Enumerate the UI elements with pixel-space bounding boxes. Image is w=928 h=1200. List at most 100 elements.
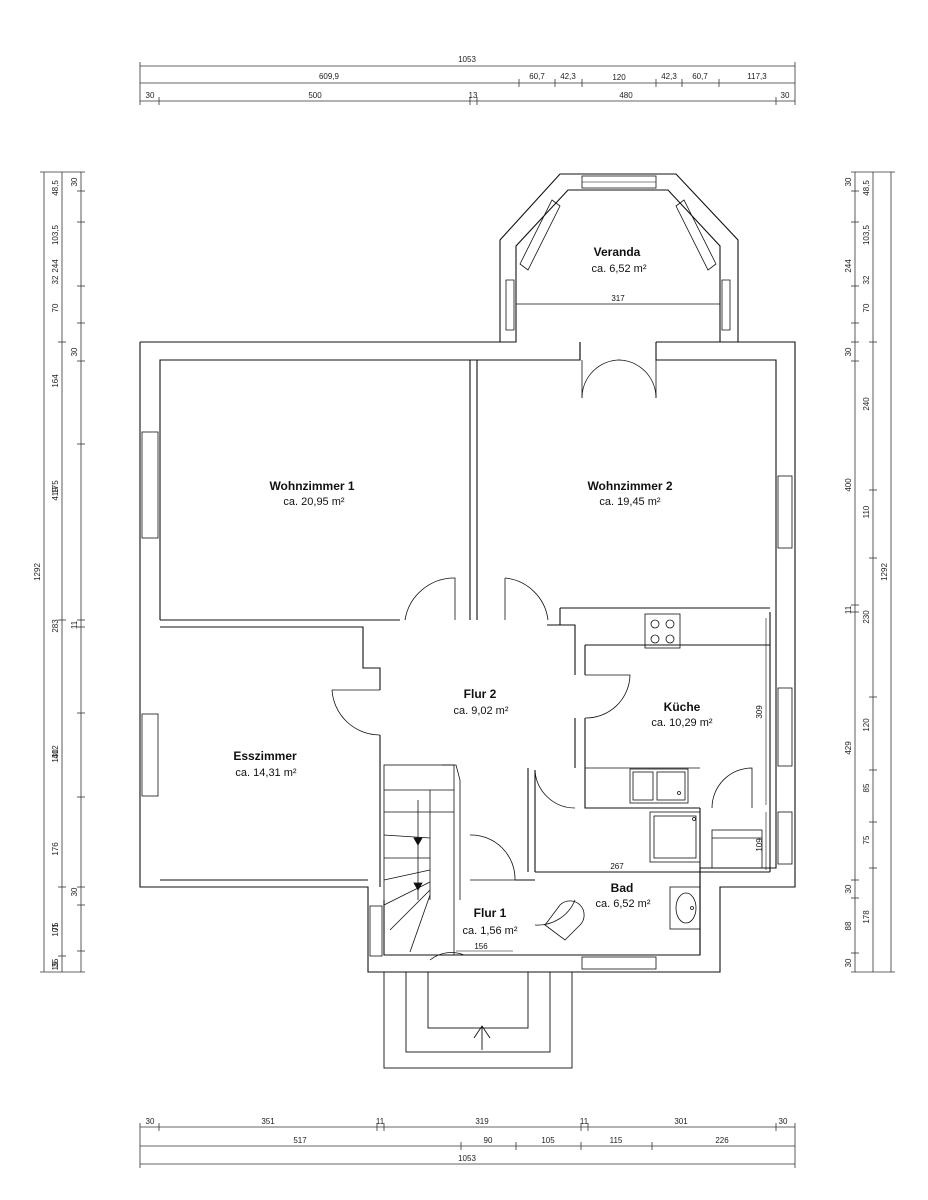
dim-top-r2-3: 42,3 bbox=[560, 72, 576, 81]
dim-right-in-13: 30 bbox=[844, 958, 853, 967]
dim-top-r2-7: 117,3 bbox=[747, 72, 767, 81]
dim-left-in-4: 32 bbox=[51, 275, 60, 284]
dim-bottom-total: 1053 bbox=[458, 1154, 476, 1163]
dim-left-outer: 1292 bbox=[33, 563, 42, 581]
dim-left-in-2: 48,5 bbox=[51, 180, 60, 196]
dim-right-in-10: 429 bbox=[844, 741, 853, 755]
dim-right-in-7: 30 bbox=[844, 347, 853, 356]
room-esszimmer-area: ca. 14,31 m² bbox=[235, 767, 296, 779]
dim-top-r3-3: 13 bbox=[469, 91, 478, 100]
room-veranda-name: Veranda bbox=[594, 245, 641, 259]
bottom-dimensions bbox=[139, 1123, 796, 1168]
right-dimensions bbox=[851, 171, 895, 973]
stairs bbox=[383, 764, 461, 956]
room-wohnzimmer2-area: ca. 19,45 m² bbox=[599, 496, 660, 508]
dim-left-mid-4: 101 bbox=[51, 923, 60, 937]
dim-bath-width: 267 bbox=[610, 862, 624, 871]
room-wohnzimmer1-name: Wohnzimmer 1 bbox=[269, 479, 354, 493]
dim-left-in-14: 75 bbox=[51, 922, 60, 931]
dim-right-mid-5: 85 bbox=[862, 783, 871, 792]
dim-right-in-5: 32 bbox=[862, 275, 871, 284]
interior-walls bbox=[160, 360, 771, 955]
dim-left-mid-1: 244 bbox=[51, 259, 60, 273]
dim-bottom-r2-3: 105 bbox=[541, 1136, 555, 1145]
room-flur2-area: ca. 9,02 m² bbox=[453, 705, 508, 717]
dim-left-in-8: 175 bbox=[51, 480, 60, 494]
dim-right-outer: 1292 bbox=[880, 563, 889, 581]
dim-top-r3-1: 30 bbox=[146, 91, 155, 100]
dim-left-in-6: 30 bbox=[70, 347, 79, 356]
room-wohnzimmer2-name: Wohnzimmer 2 bbox=[587, 479, 672, 493]
dim-left-in-11: 130 bbox=[51, 749, 60, 763]
room-kueche-name: Küche bbox=[664, 700, 701, 714]
bath-fixtures bbox=[544, 811, 763, 941]
dim-left-in-15: 35 bbox=[51, 958, 60, 967]
dim-right-in-1: 30 bbox=[844, 177, 853, 186]
dim-right-mid-7: 178 bbox=[862, 910, 871, 924]
dim-top-r3-5: 30 bbox=[781, 91, 790, 100]
dim-top-r3-4: 480 bbox=[619, 91, 633, 100]
dim-bottom-r2-4: 115 bbox=[610, 1136, 623, 1145]
inner-dimension-lines bbox=[456, 618, 767, 952]
dim-left-in-1: 30 bbox=[70, 177, 79, 186]
dim-right-mid-2: 110 bbox=[862, 505, 871, 518]
dim-bottom-r2-2: 90 bbox=[484, 1136, 493, 1145]
dim-bath-side: 109 bbox=[755, 838, 764, 852]
dim-bottom-r2-1: 517 bbox=[293, 1136, 307, 1145]
dim-right-in-3: 103,5 bbox=[862, 224, 871, 245]
room-flur2-name: Flur 2 bbox=[464, 687, 497, 701]
dim-right-mid-1: 240 bbox=[862, 397, 871, 411]
dim-left-mid-5: 15 bbox=[51, 961, 60, 970]
dim-left-in-3: 103,5 bbox=[51, 224, 60, 245]
veranda-windows-diagonal bbox=[519, 199, 717, 271]
left-dimensions bbox=[40, 171, 85, 973]
dim-bottom-r1-4: 319 bbox=[475, 1117, 489, 1126]
kitchen-fixtures bbox=[585, 613, 700, 804]
room-veranda-area: ca. 6,52 m² bbox=[591, 263, 646, 275]
dim-right-in-8: 400 bbox=[844, 478, 853, 492]
dim-right-in-12: 88 bbox=[844, 921, 853, 930]
dim-top-r2-1: 609,9 bbox=[319, 72, 340, 81]
dim-bottom-r1-2: 351 bbox=[261, 1117, 275, 1126]
dim-top-total: 1053 bbox=[458, 55, 476, 64]
dim-right-mid-4: 120 bbox=[862, 718, 871, 732]
dim-bottom-r1-3: 11 bbox=[376, 1117, 385, 1126]
dim-right-in-2: 48,5 bbox=[862, 180, 871, 196]
dim-bottom-r1-1: 30 bbox=[146, 1117, 155, 1126]
room-bad-name: Bad bbox=[611, 881, 634, 895]
room-wohnzimmer1-area: ca. 20,95 m² bbox=[283, 496, 344, 508]
dim-right-in-11: 30 bbox=[844, 884, 853, 893]
dim-top-r3-2: 500 bbox=[308, 91, 322, 100]
dim-right-in-4: 244 bbox=[844, 259, 853, 273]
dim-bottom-r1-7: 30 bbox=[779, 1117, 788, 1126]
outer-walls bbox=[139, 341, 796, 973]
dim-left-in-5: 70 bbox=[51, 303, 60, 312]
dim-veranda-width: 317 bbox=[611, 294, 625, 303]
dim-kitchen-height: 309 bbox=[755, 705, 764, 719]
dim-left-mid-3: 412 bbox=[51, 745, 60, 759]
dim-top-r2-4: 120 bbox=[612, 73, 626, 82]
dim-left-mid-2: 419 bbox=[51, 487, 60, 501]
dim-left-in-9: 283 bbox=[51, 619, 60, 633]
dim-bottom-r2-5: 226 bbox=[715, 1136, 729, 1145]
room-bad-area: ca. 6,52 m² bbox=[595, 898, 650, 910]
dim-left-in-13: 30 bbox=[70, 887, 79, 896]
dim-top-r2-6: 60,7 bbox=[692, 72, 708, 81]
dim-right-in-9: 11 bbox=[844, 605, 853, 614]
windows bbox=[141, 431, 793, 970]
room-flur1-name: Flur 1 bbox=[474, 906, 507, 920]
dim-right-mid-6: 75 bbox=[862, 835, 871, 844]
doors bbox=[331, 359, 753, 961]
dim-left-in-10: 11 bbox=[70, 620, 79, 629]
dim-top-r2-5: 42,3 bbox=[661, 72, 677, 81]
room-flur1-area: ca. 1,56 m² bbox=[462, 925, 517, 937]
dim-left-in-7: 164 bbox=[51, 374, 60, 388]
room-kueche-area: ca. 10,29 m² bbox=[651, 717, 712, 729]
dim-top-r2-2: 60,7 bbox=[529, 72, 545, 81]
dim-left-in-12: 176 bbox=[51, 842, 60, 856]
room-esszimmer-name: Esszimmer bbox=[233, 749, 297, 763]
dim-bottom-r1-5: 11 bbox=[580, 1117, 589, 1126]
top-dimensions bbox=[139, 62, 796, 105]
dim-right-in-6: 70 bbox=[862, 303, 871, 312]
